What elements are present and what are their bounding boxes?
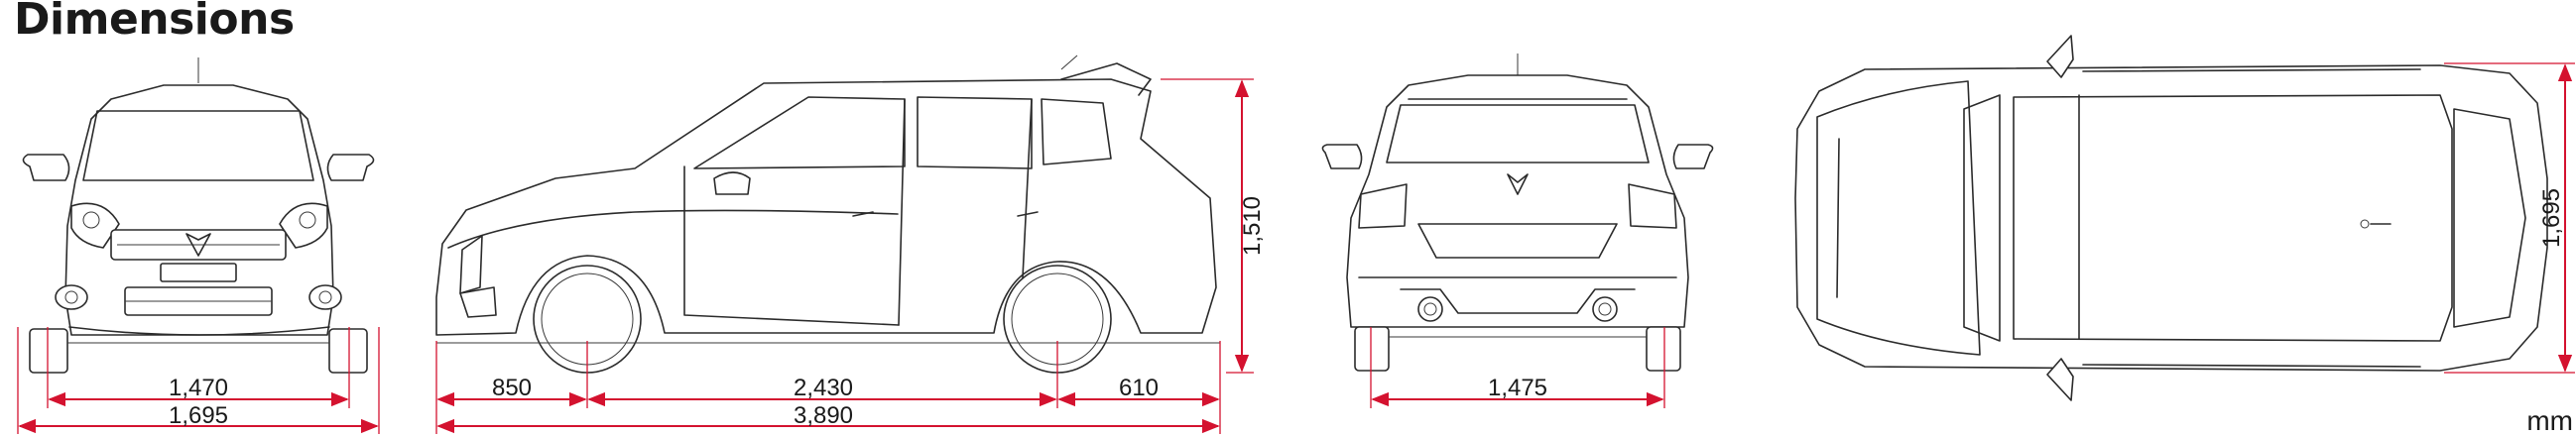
- wheelbase-label: 2,430: [794, 375, 853, 401]
- overall-length-label: 3,890: [794, 402, 853, 429]
- overall-width-front-label: 1,695: [169, 402, 228, 429]
- front-view: [22, 57, 375, 374]
- front-track-label: 1,470: [169, 375, 228, 401]
- front-overhang-label: 850: [492, 375, 532, 401]
- overall-width-top-label: 1,695: [2538, 188, 2565, 248]
- page-title: Dimensions: [14, 0, 295, 45]
- overall-height-label: 1,510: [1239, 196, 1266, 256]
- dimension-labels: 1,470 1,695 850 2,430 610 3,890 1,510 1,…: [169, 188, 2573, 436]
- rear-overhang-label: 610: [1119, 375, 1159, 401]
- unit-label: mm: [2526, 405, 2573, 436]
- top-view: [1794, 35, 2548, 401]
- side-view: [435, 54, 1220, 374]
- rear-track-label: 1,475: [1488, 375, 1547, 401]
- dimension-lines: [17, 62, 2575, 434]
- rear-view: [1321, 54, 1714, 372]
